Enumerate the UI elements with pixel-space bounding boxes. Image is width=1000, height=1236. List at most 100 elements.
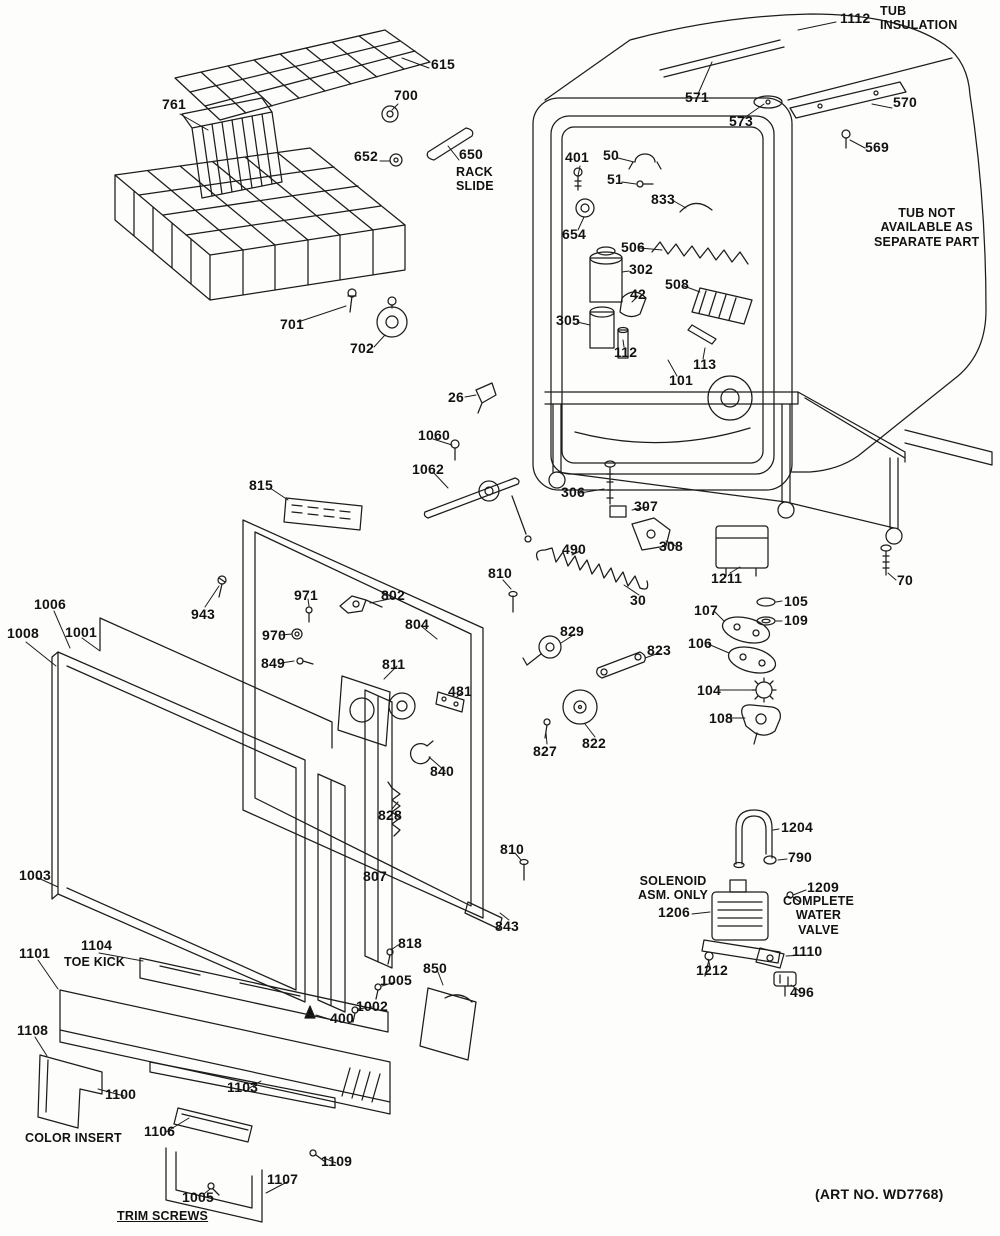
part-label-822: 822	[582, 735, 606, 751]
part-label-107: 107	[694, 602, 718, 618]
part-label-570: 570	[893, 94, 917, 110]
part-label-30: 30	[630, 592, 646, 608]
part-label-1006: 1006	[34, 596, 66, 612]
part-label-113: 113	[693, 356, 717, 372]
part-label-823: 823	[647, 642, 671, 658]
part-label-1003: 1003	[19, 867, 51, 883]
part-label-811: 811	[382, 656, 406, 672]
part-label-308: 308	[659, 538, 683, 554]
note-trim-screws: TRIM SCREWS	[117, 1209, 209, 1223]
part-label-1005-trim: 1005	[182, 1189, 214, 1205]
part-label-104: 104	[697, 682, 721, 698]
part-label-804: 804	[405, 616, 429, 632]
part-label-702: 702	[350, 340, 374, 356]
part-label-307: 307	[634, 498, 658, 514]
part-label-70: 70	[897, 572, 913, 588]
part-label-700: 700	[394, 87, 418, 103]
part-label-650: 650	[459, 146, 483, 162]
part-label-1008: 1008	[7, 625, 39, 641]
part-label-701: 701	[280, 316, 304, 332]
cutlery-basket	[181, 97, 283, 199]
part-label-569: 569	[865, 139, 889, 155]
part-label-810-lower: 810	[500, 841, 524, 857]
part-label-790: 790	[788, 849, 812, 865]
note-color-insert: COLOR INSERT	[25, 1131, 122, 1145]
note-rack-slide: RACK SLIDE	[456, 165, 494, 194]
part-label-571: 571	[685, 89, 709, 105]
part-label-818: 818	[398, 935, 422, 951]
part-label-815: 815	[249, 477, 273, 493]
part-label-1110: 1110	[792, 943, 823, 959]
base-frame	[544, 391, 993, 577]
part-label-1002: 1002	[356, 998, 388, 1014]
part-label-827: 827	[533, 743, 557, 759]
part-label-112: 112	[614, 344, 638, 360]
toe-kick	[37, 957, 391, 1223]
art-number: (ART NO. WD7768)	[815, 1186, 944, 1202]
rack-rollers	[347, 105, 474, 338]
part-label-42: 42	[630, 286, 646, 302]
part-label-306: 306	[561, 484, 585, 500]
part-label-400: 400	[330, 1010, 354, 1026]
upper-rack	[174, 29, 431, 121]
note-tub-insulation: TUB INSULATION	[880, 4, 958, 33]
part-label-807: 807	[363, 868, 387, 884]
part-label-833: 833	[651, 191, 675, 207]
part-label-615: 615	[431, 56, 455, 72]
part-label-1001: 1001	[65, 624, 97, 640]
part-label-50: 50	[603, 147, 619, 163]
part-label-829: 829	[560, 623, 584, 639]
part-label-828: 828	[378, 807, 402, 823]
part-label-1106: 1106	[144, 1123, 176, 1139]
part-label-1062: 1062	[412, 461, 444, 477]
part-label-1060: 1060	[418, 427, 450, 443]
part-label-1211: 1211	[711, 570, 743, 586]
part-label-971: 971	[294, 587, 318, 603]
part-label-108: 108	[709, 710, 733, 726]
leader-lines	[25, 21, 897, 1195]
mid-hardware	[423, 382, 671, 590]
support-parts	[721, 597, 781, 745]
part-label-652: 652	[354, 148, 378, 164]
part-label-761: 761	[162, 96, 186, 112]
note-solenoid: SOLENOID ASM. ONLY	[638, 874, 709, 903]
part-label-101: 101	[669, 372, 693, 388]
water-valve	[701, 809, 801, 997]
part-label-1112: 1112	[840, 10, 871, 26]
part-label-51: 51	[607, 171, 623, 187]
part-label-1101: 1101	[19, 945, 51, 961]
part-label-850: 850	[423, 960, 447, 976]
part-label-508: 508	[665, 276, 689, 292]
part-label-1209: 1209	[807, 879, 839, 895]
part-label-496: 496	[790, 984, 814, 1000]
part-label-849: 849	[261, 655, 285, 671]
part-label-1108: 1108	[17, 1022, 49, 1038]
note-tub-not-available: TUB NOT AVAILABLE AS SEPARATE PART	[874, 206, 980, 249]
part-label-1103: 1103	[227, 1079, 259, 1095]
part-label-654: 654	[562, 226, 586, 242]
part-label-810-upper: 810	[488, 565, 512, 581]
part-label-1100: 1100	[105, 1086, 137, 1102]
part-label-802: 802	[381, 587, 405, 603]
part-label-1104: 1104	[81, 937, 113, 953]
tub-parts	[573, 153, 753, 359]
door-outer	[51, 617, 333, 1003]
part-label-970: 970	[262, 627, 286, 643]
note-complete-water-valve: COMPLETE WATER VALVE	[783, 894, 855, 937]
part-label-109: 109	[784, 612, 808, 628]
part-label-1005-door: 1005	[380, 972, 412, 988]
part-label-401: 401	[565, 149, 589, 165]
part-label-105: 105	[784, 593, 808, 609]
part-label-26: 26	[448, 389, 464, 405]
part-label-1206: 1206	[658, 904, 690, 920]
part-label-1109: 1109	[321, 1153, 353, 1169]
part-label-1212: 1212	[696, 962, 728, 978]
part-label-1204: 1204	[781, 819, 813, 835]
note-toe-kick: TOE KICK	[64, 955, 126, 969]
part-label-481: 481	[448, 683, 472, 699]
part-label-106: 106	[688, 635, 712, 651]
part-label-305: 305	[556, 312, 580, 328]
part-label-843: 843	[495, 918, 519, 934]
